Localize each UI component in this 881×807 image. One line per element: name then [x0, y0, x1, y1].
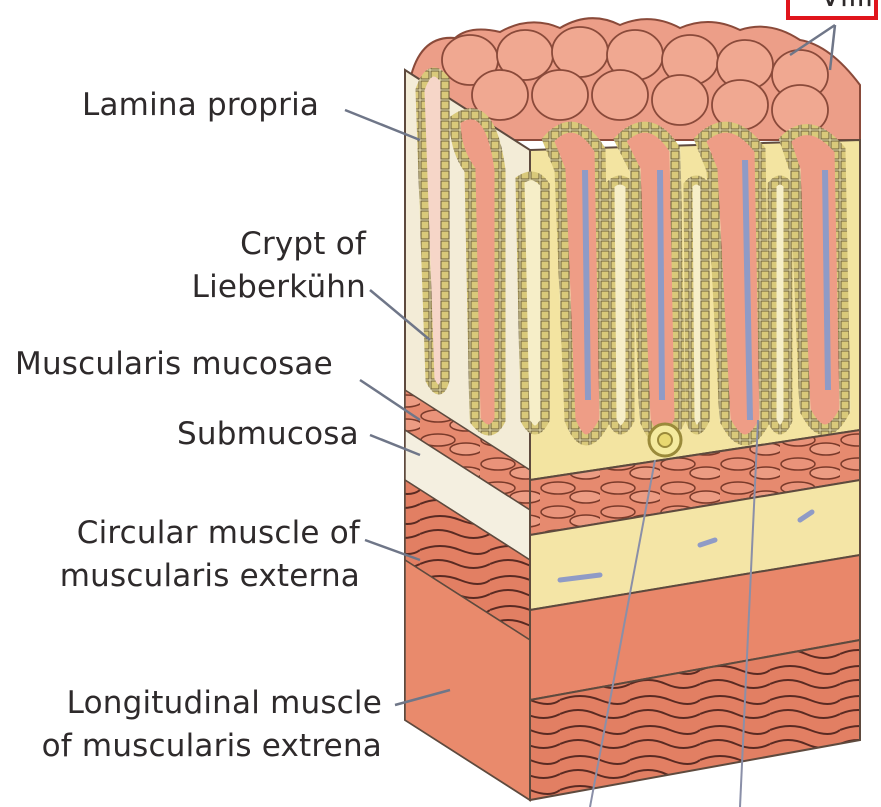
- villi-label: Villi: [820, 0, 873, 14]
- crypt-label-line1: Crypt of: [180, 225, 366, 263]
- longitudinal-muscle-label-line1: Longitudinal muscle: [20, 684, 382, 722]
- muscularis-mucosae-label: Muscularis mucosae: [15, 345, 333, 383]
- submucosa-label: Submucosa: [177, 415, 359, 453]
- circular-muscle-label-line2: muscularis externa: [40, 557, 360, 595]
- longitudinal-muscle-label-line2: of muscularis extrena: [10, 727, 382, 765]
- lamina-propria-label: Lamina propria: [82, 86, 319, 124]
- circular-muscle-label-line1: Circular muscle of: [40, 514, 360, 552]
- crypt-label-line2: Lieberkühn: [150, 268, 366, 306]
- villi-label-highlight: Villi: [786, 0, 878, 20]
